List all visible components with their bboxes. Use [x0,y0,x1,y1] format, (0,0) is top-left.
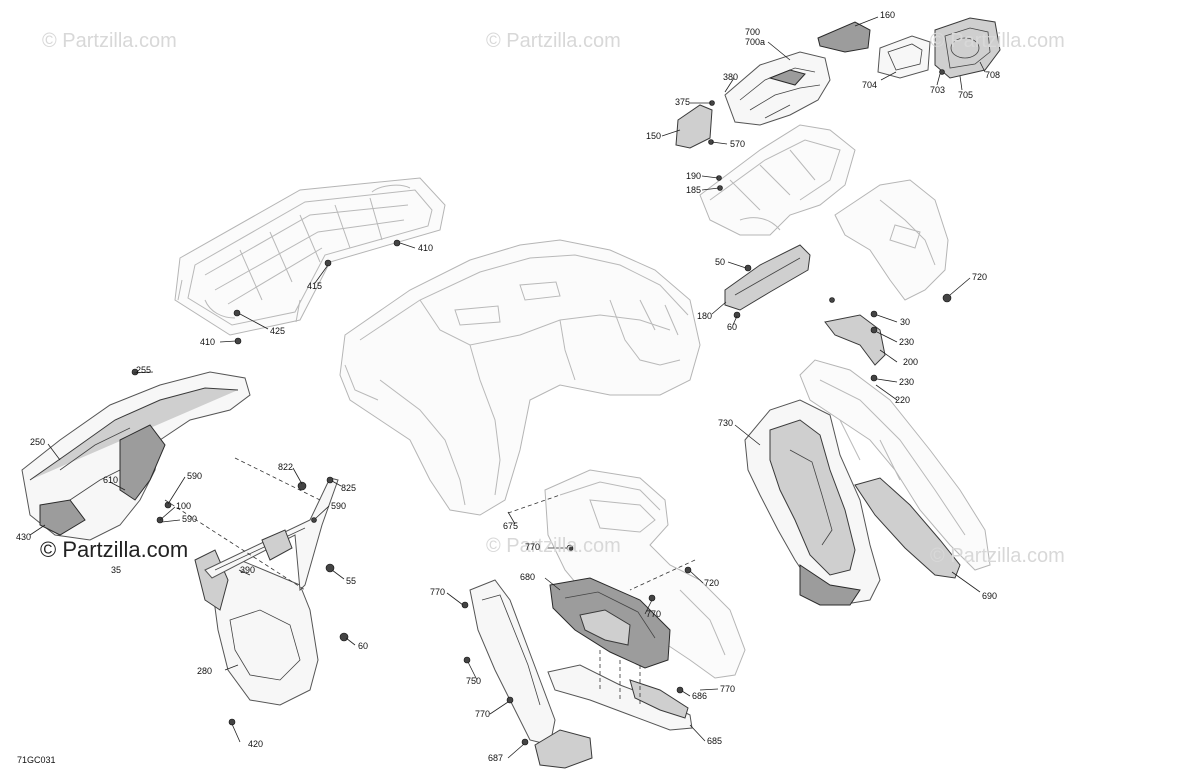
callout-50: 50 [715,257,726,267]
callout-280: 280 [197,666,213,676]
callout-825: 825 [341,483,357,493]
callout-705: 705 [958,90,974,100]
callout-415: 415 [307,281,323,291]
right-front-fender-outline [834,179,949,301]
callout-590-a: 590 [187,471,203,481]
callout-590-b: 590 [182,514,198,524]
watermark-bottom-center: © Partzilla.com [486,535,621,557]
callout-30: 30 [900,317,911,327]
rear-rack-outline [174,177,446,336]
callout-190: 190 [686,171,702,181]
callout-770-c: 770 [430,587,446,597]
callout-35: 35 [111,565,122,575]
front-cowl-700 [724,51,831,126]
callout-703: 703 [930,85,946,95]
lower-trim-690 [854,477,961,579]
callout-730: 730 [718,418,734,428]
side-cover-150 [675,104,713,149]
callout-686: 686 [692,691,708,701]
callout-687: 687 [488,753,504,763]
center-footwell-outline [544,469,746,679]
footrest-guard-750 [469,579,556,746]
callout-770-d: 770 [720,684,736,694]
callout-675: 675 [503,521,519,531]
diagram-reference-code: 71GC031 [17,755,56,765]
callout-570: 570 [730,139,746,149]
side-panel-730 [744,399,881,606]
callout-410-bottom: 410 [200,337,216,347]
gauge-cluster-705 [934,17,1001,79]
callout-150: 150 [646,131,662,141]
callout-410-top: 410 [418,243,434,253]
callout-185: 185 [686,185,702,195]
callout-250: 250 [30,437,46,447]
watermark-bottom-right: © Partzilla.com [930,545,1065,567]
frame-bar-35 [204,477,339,592]
callout-375: 375 [675,97,691,107]
callout-700a: 700a [745,37,766,47]
callout-708: 708 [985,70,1001,80]
callout-770-e: 770 [475,709,491,719]
callout-770-a: 770 [525,542,541,552]
callout-200: 200 [903,357,919,367]
callout-690: 690 [982,591,998,601]
callout-430: 430 [16,532,32,542]
visor-160 [817,21,871,53]
footrest-687 [534,729,593,769]
rear-fender-outline [339,239,701,516]
dash-panel-250 [21,371,251,541]
side-panel-680 [549,577,671,669]
bracket-180 [724,244,811,311]
callout-822: 822 [278,462,294,472]
assembly-guide-lines [164,457,696,705]
callout-160: 160 [880,10,896,20]
callout-590-c: 590 [331,501,347,511]
watermark-top-right: © Partzilla.com [930,30,1065,52]
callout-610: 610 [103,475,119,485]
callout-750: 750 [466,676,482,686]
callout-685: 685 [707,736,723,746]
callout-230-a: 230 [899,337,915,347]
callout-100: 100 [176,501,192,511]
callout-425: 425 [270,326,286,336]
callout-55: 55 [346,576,357,586]
callout-255: 255 [136,365,152,375]
callout-720-bottom: 720 [704,578,720,588]
callout-180: 180 [697,311,713,321]
callout-380: 380 [723,72,739,82]
callout-220: 220 [895,395,911,405]
callout-60-top: 60 [727,322,738,332]
front-rack-outline [699,124,856,236]
watermark-top-center: © Partzilla.com [486,30,621,52]
watermark-top-left: © Partzilla.com [42,30,177,52]
callout-230-b: 230 [899,377,915,387]
leader-lines [29,16,986,759]
fasteners [131,69,952,746]
callout-770-b: 770 [646,609,662,619]
callout-60-bottom: 60 [358,641,369,651]
gauge-bezel-704 [877,35,931,79]
right-side-frame-outline [799,359,991,571]
callout-680: 680 [520,572,536,582]
bracket-200 [824,314,886,366]
callout-720-top: 720 [972,272,988,282]
watermark-bottom-left: © Partzilla.com [40,537,189,562]
callout-704: 704 [862,80,878,90]
callout-390: 390 [240,565,256,575]
callout-700: 700 [745,27,761,37]
callout-420: 420 [248,739,264,749]
